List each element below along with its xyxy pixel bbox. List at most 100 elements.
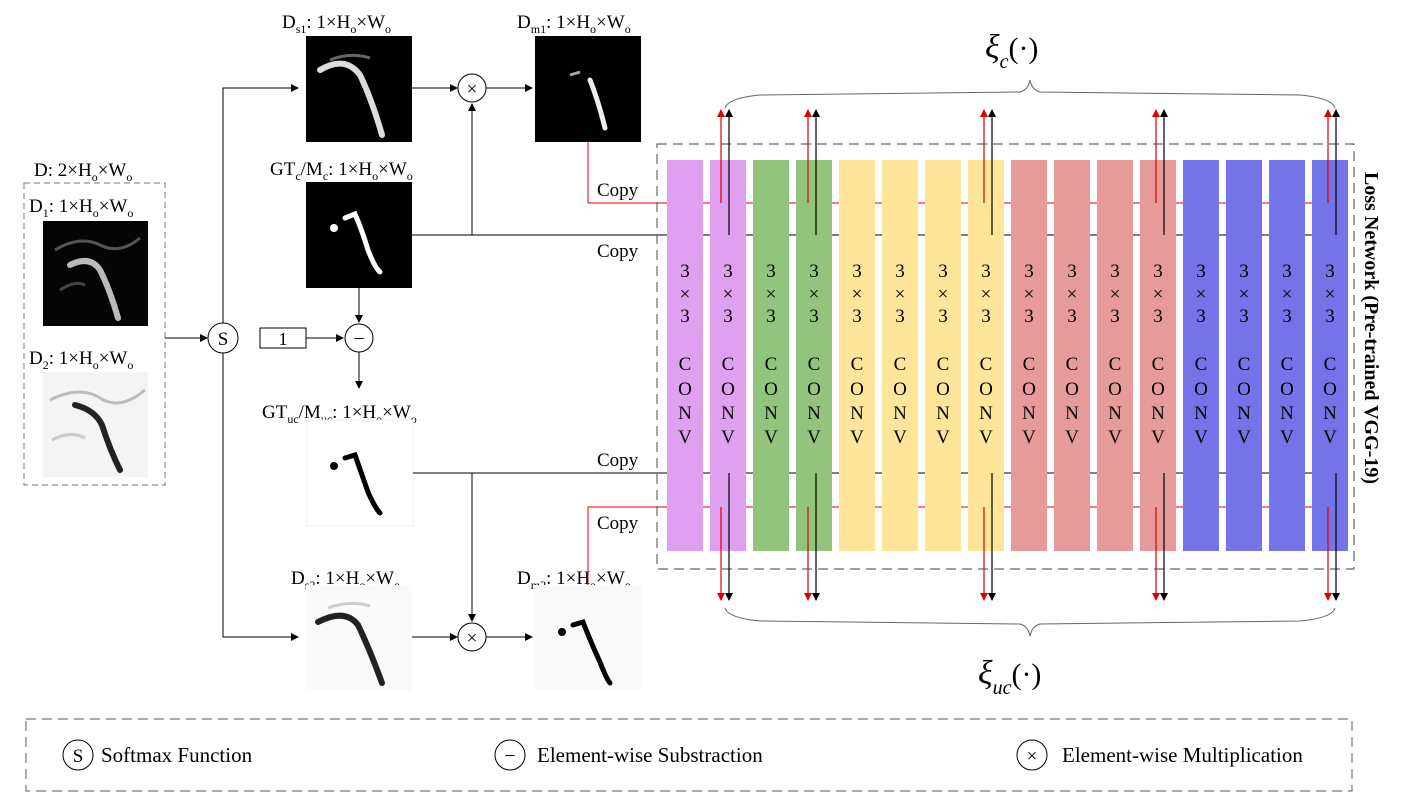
dm1-image	[535, 36, 641, 142]
conv-column-4	[796, 160, 832, 551]
conv-column-3-char-3: 3	[766, 306, 776, 327]
conv-column-1-char-1: 3	[680, 261, 690, 282]
conv-column-13-char-4: C	[1195, 354, 1208, 375]
conv-column-4-char-6: N	[807, 403, 821, 424]
conv-column-15	[1269, 160, 1305, 551]
copy-label-4: Copy	[597, 513, 639, 534]
conv-column-12-char-2: ×	[1153, 284, 1164, 305]
copy-label-2: Copy	[597, 241, 639, 262]
conv-column-8-char-4: C	[980, 354, 993, 375]
legend-box	[25, 718, 1353, 792]
conv-column-7-char-4: C	[937, 354, 950, 375]
conv-column-2-char-3: 3	[723, 306, 733, 327]
conv-column-1-char-6: N	[678, 403, 692, 424]
legend-multiplication-text: Element-wise Multiplication	[1062, 743, 1303, 767]
legend-item-softmax: S Softmax Function	[62, 739, 253, 771]
conv-column-16-char-3: 3	[1325, 306, 1335, 327]
input-group-box	[23, 182, 166, 486]
conv-column-1-char-7: V	[678, 427, 692, 448]
conv-column-11-char-5: O	[1108, 379, 1122, 400]
conv-column-6-char-4: C	[894, 354, 907, 375]
conv-column-3-char-6: N	[764, 403, 778, 424]
conv-column-14-char-1: 3	[1239, 261, 1249, 282]
d1-image	[43, 221, 148, 326]
conv-column-5-char-1: 3	[852, 261, 862, 282]
conv-column-13-char-3: 3	[1196, 306, 1206, 327]
gtuc-image	[306, 419, 414, 527]
conv-column-7	[925, 160, 961, 551]
dm1-label: Dm1: 1×Ho×Wo	[517, 12, 631, 36]
conv-column-5-char-3: 3	[852, 306, 862, 327]
conv-column-15-char-1: 3	[1282, 261, 1292, 282]
conv-column-8-char-5: O	[979, 379, 993, 400]
conv-column-11	[1097, 160, 1133, 551]
conv-column-5-char-7: V	[850, 427, 864, 448]
conv-column-4-char-7: V	[807, 427, 821, 448]
d2-image	[43, 372, 148, 477]
xi-uc-label: ξuc(·)	[978, 655, 1041, 699]
conv-column-13-char-1: 3	[1196, 261, 1206, 282]
copy-label-3: Copy	[597, 450, 639, 471]
conv-column-5	[839, 160, 875, 551]
conv-column-13-char-2: ×	[1196, 284, 1207, 305]
copy-label-1: Copy	[597, 180, 639, 201]
conv-column-2-char-4: C	[722, 354, 735, 375]
xi-c-label: ξc(·)	[985, 29, 1038, 73]
conv-column-16-char-5: O	[1323, 379, 1337, 400]
legend-item-multiplication: × Element-wise Multiplication	[1016, 739, 1303, 771]
conv-column-11-char-4: C	[1109, 354, 1122, 375]
conv-column-6-char-3: 3	[895, 306, 905, 327]
conv-column-4-char-2: ×	[809, 284, 820, 305]
conv-column-9-char-4: C	[1023, 354, 1036, 375]
conv-column-4-char-4: C	[808, 354, 821, 375]
conv-column-1-char-5: O	[678, 379, 692, 400]
conv-column-7-char-2: ×	[938, 284, 949, 305]
conv-column-6-char-1: 3	[895, 261, 905, 282]
conv-column-11-char-6: N	[1108, 403, 1122, 424]
conv-column-12-char-4: C	[1152, 354, 1165, 375]
conv-column-9-char-1: 3	[1024, 261, 1034, 282]
conv-column-16	[1312, 160, 1348, 551]
conv-layer-group: 3×3CONV3×3CONV3×3CONV3×3CONV3×3CONV3×3CO…	[667, 160, 1348, 551]
conv-column-2	[710, 160, 746, 551]
conv-column-13	[1183, 160, 1219, 551]
conv-column-14-char-2: ×	[1239, 284, 1250, 305]
conv-column-8-char-7: V	[979, 427, 993, 448]
legend-subtraction-text: Element-wise Substraction	[537, 743, 763, 767]
d-label: D: 2×Ho×Wo	[34, 160, 132, 184]
legend-multiplication-symbol: ×	[1027, 746, 1038, 767]
conv-column-10-char-7: V	[1065, 427, 1079, 448]
conv-column-1	[667, 160, 703, 551]
conv-column-11-char-3: 3	[1110, 306, 1120, 327]
conv-column-14-char-5: O	[1237, 379, 1251, 400]
conv-column-4-char-3: 3	[809, 306, 819, 327]
conv-column-15-char-6: N	[1280, 403, 1294, 424]
conv-column-12-char-1: 3	[1153, 261, 1163, 282]
conv-column-6-char-2: ×	[895, 284, 906, 305]
conv-column-8	[968, 160, 1004, 551]
conv-column-11-char-1: 3	[1110, 261, 1120, 282]
conv-column-10-char-1: 3	[1067, 261, 1077, 282]
conv-column-3-char-5: O	[764, 379, 778, 400]
d2-label: D2: 1×Ho×Wo	[29, 348, 133, 372]
conv-column-16-char-4: C	[1324, 354, 1337, 375]
conv-column-7-char-7: V	[936, 427, 950, 448]
conv-column-14-char-6: N	[1237, 403, 1251, 424]
conv-column-10-char-5: O	[1065, 379, 1079, 400]
conv-column-14	[1226, 160, 1262, 551]
dm2-image	[535, 585, 641, 691]
conv-column-3-char-4: C	[765, 354, 778, 375]
conv-column-11-char-7: V	[1108, 427, 1122, 448]
conv-column-16-char-2: ×	[1325, 284, 1336, 305]
conv-column-8-char-6: N	[979, 403, 993, 424]
feature-tap-arrows	[717, 109, 1340, 601]
conv-column-16-char-1: 3	[1325, 261, 1335, 282]
d1-label: D1: 1×Ho×Wo	[29, 196, 133, 220]
gtc-label: GTc/Mc: 1×Ho×Wo	[270, 159, 413, 183]
conv-column-9-char-7: V	[1022, 427, 1036, 448]
conv-column-3	[753, 160, 789, 551]
conv-column-10-char-6: N	[1065, 403, 1079, 424]
conv-column-12	[1140, 160, 1176, 551]
